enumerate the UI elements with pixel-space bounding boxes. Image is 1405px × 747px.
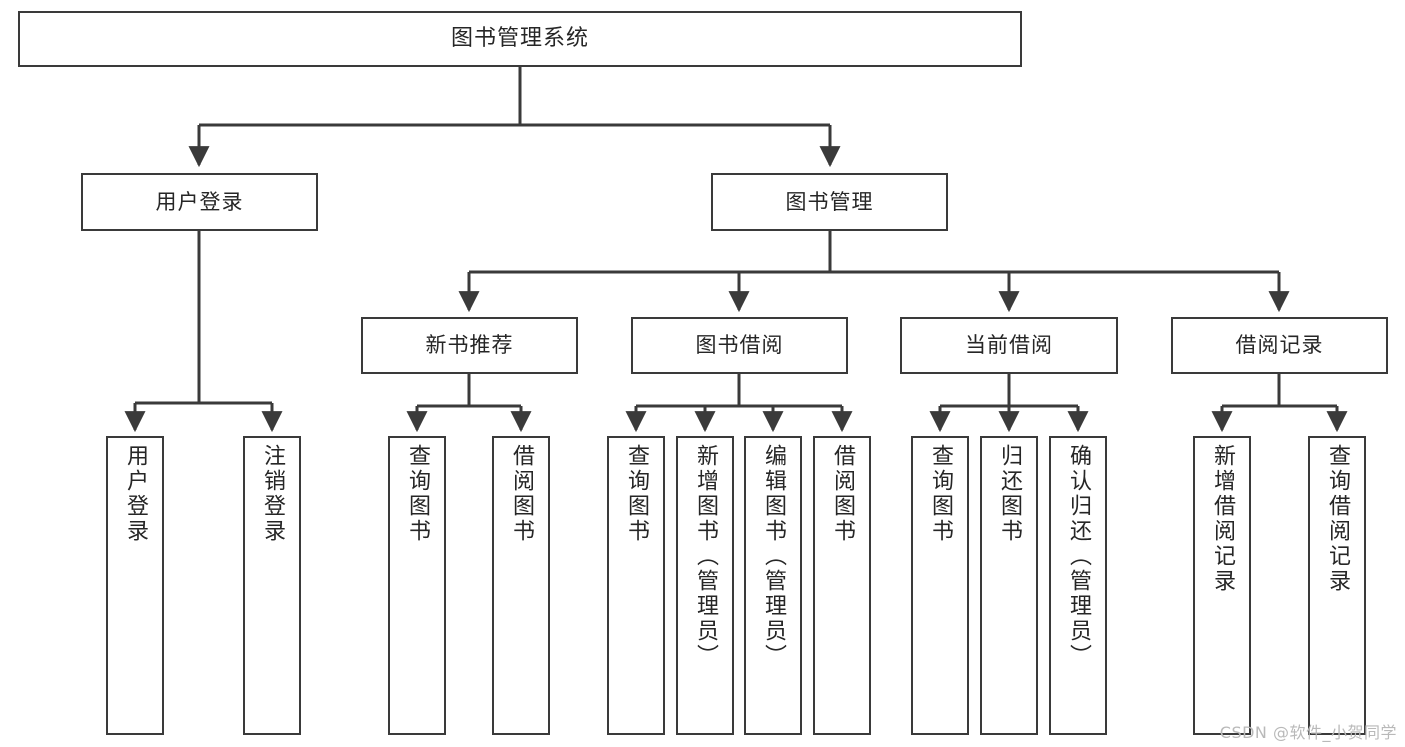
node-leaf-user-logout-label: 注销登录 bbox=[260, 444, 285, 544]
node-root[interactable]: 图书管理系统 bbox=[18, 11, 1022, 67]
node-leaf-add-book-label: 新增图书（管理员） bbox=[693, 444, 718, 669]
node-book-borrow-label: 图书借阅 bbox=[695, 333, 784, 358]
node-user-login-label: 用户登录 bbox=[155, 189, 244, 214]
node-leaf-user-login[interactable]: 用户登录 bbox=[106, 436, 164, 735]
node-leaf-query-book-2[interactable]: 查询图书 bbox=[607, 436, 665, 735]
node-leaf-add-record-label: 新增借阅记录 bbox=[1210, 444, 1235, 594]
node-leaf-query-book-1-label: 查询图书 bbox=[405, 444, 430, 544]
node-book-manage-label: 图书管理 bbox=[785, 189, 874, 214]
node-leaf-add-record[interactable]: 新增借阅记录 bbox=[1193, 436, 1251, 735]
node-current-borrow-label: 当前借阅 bbox=[965, 333, 1053, 358]
node-current-borrow[interactable]: 当前借阅 bbox=[900, 317, 1118, 374]
node-leaf-query-book-3[interactable]: 查询图书 bbox=[911, 436, 969, 735]
node-leaf-user-logout[interactable]: 注销登录 bbox=[243, 436, 301, 735]
node-leaf-query-record-label: 查询借阅记录 bbox=[1325, 444, 1350, 594]
node-leaf-query-book-3-label: 查询图书 bbox=[928, 444, 953, 544]
node-leaf-return-book-label: 归还图书 bbox=[997, 444, 1022, 544]
node-leaf-confirm-return-label: 确认归还（管理员） bbox=[1066, 444, 1091, 669]
node-leaf-query-book-1[interactable]: 查询图书 bbox=[388, 436, 446, 735]
node-book-manage[interactable]: 图书管理 bbox=[711, 173, 948, 231]
node-leaf-borrow-book-1-label: 借阅图书 bbox=[509, 444, 534, 544]
node-root-label: 图书管理系统 bbox=[450, 26, 589, 52]
node-borrow-record[interactable]: 借阅记录 bbox=[1171, 317, 1388, 374]
node-book-borrow[interactable]: 图书借阅 bbox=[631, 317, 848, 374]
node-leaf-borrow-book-2-label: 借阅图书 bbox=[830, 444, 855, 544]
node-leaf-return-book[interactable]: 归还图书 bbox=[980, 436, 1038, 735]
node-leaf-query-record[interactable]: 查询借阅记录 bbox=[1308, 436, 1366, 735]
node-user-login[interactable]: 用户登录 bbox=[81, 173, 318, 231]
node-new-book-recommend-label: 新书推荐 bbox=[425, 333, 514, 358]
node-leaf-query-book-2-label: 查询图书 bbox=[624, 444, 649, 544]
node-leaf-edit-book[interactable]: 编辑图书（管理员） bbox=[744, 436, 802, 735]
node-leaf-confirm-return[interactable]: 确认归还（管理员） bbox=[1049, 436, 1107, 735]
node-leaf-edit-book-label: 编辑图书（管理员） bbox=[761, 444, 786, 669]
node-leaf-borrow-book-1[interactable]: 借阅图书 bbox=[492, 436, 550, 735]
node-leaf-user-login-label: 用户登录 bbox=[123, 444, 148, 544]
node-leaf-borrow-book-2[interactable]: 借阅图书 bbox=[813, 436, 871, 735]
node-new-book-recommend[interactable]: 新书推荐 bbox=[361, 317, 578, 374]
node-borrow-record-label: 借阅记录 bbox=[1235, 333, 1324, 358]
node-leaf-add-book[interactable]: 新增图书（管理员） bbox=[676, 436, 734, 735]
